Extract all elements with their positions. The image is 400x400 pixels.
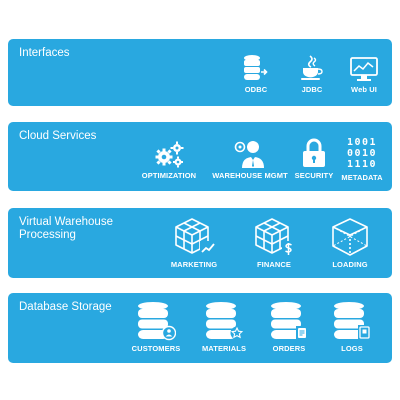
database-log-icon xyxy=(332,299,372,341)
java-cup-icon xyxy=(299,52,325,82)
storage-label: ORDERS xyxy=(272,344,306,353)
compute-label: MARKETING xyxy=(170,260,218,269)
interface-label: JDBC xyxy=(301,85,323,94)
interface-web-ui: Web UI xyxy=(342,52,386,94)
database-person-icon xyxy=(136,299,176,341)
storage-customers: CUSTOMERS xyxy=(127,299,185,353)
cloud-label: SECURITY xyxy=(294,171,334,180)
compute-label: LOADING xyxy=(332,260,368,269)
interface-label: Web UI xyxy=(351,85,377,94)
storage-label: LOGS xyxy=(341,344,363,353)
compute-marketing: MARKETING xyxy=(162,215,226,269)
binary-row: 1001 xyxy=(346,137,378,148)
layer-title: Cloud Services xyxy=(19,130,97,142)
compute-finance: FINANCE xyxy=(244,215,304,269)
virtual-warehouse-layer: Virtual Warehouse Processing MARKETING xyxy=(8,208,392,278)
cubes-trend-icon xyxy=(172,215,216,257)
database-star-icon xyxy=(204,299,244,341)
cloud-label: WAREHOUSE MGMT xyxy=(212,171,288,180)
gears-icon xyxy=(154,138,184,168)
chart-monitor-icon xyxy=(350,52,378,82)
storage-label: MATERIALS xyxy=(201,344,247,353)
interface-odbc: ODBC xyxy=(234,52,278,94)
binary-row: 1110 xyxy=(346,159,378,170)
wireframe-cube-icon xyxy=(329,215,371,257)
storage-label: CUSTOMERS xyxy=(131,344,181,353)
layer-title: Interfaces xyxy=(19,47,70,59)
cubes-dollar-icon xyxy=(252,215,296,257)
storage-logs: LOGS xyxy=(323,299,381,353)
cloud-metadata: 1001 0010 1110 METADATA xyxy=(338,136,386,182)
database-storage-layer: Database Storage CUSTOMERS xyxy=(8,293,392,363)
cloud-label: OPTIMIZATION xyxy=(141,171,197,180)
layer-title: Virtual Warehouse Processing xyxy=(19,216,113,241)
layer-title: Database Storage xyxy=(19,301,112,313)
storage-materials: MATERIALS xyxy=(195,299,253,353)
cloud-security: SECURITY xyxy=(289,138,339,180)
manager-person-icon xyxy=(233,138,267,168)
cloud-warehouse-mgmt: WAREHOUSE MGMT xyxy=(207,138,293,180)
interface-label: ODBC xyxy=(244,85,268,94)
interfaces-layer: Interfaces ODBC JDBC xyxy=(8,39,392,106)
cloud-services-layer: Cloud Services xyxy=(8,122,392,191)
cloud-optimization: OPTIMIZATION xyxy=(136,138,202,180)
database-document-icon xyxy=(269,299,309,341)
cloud-label: METADATA xyxy=(341,173,383,182)
binary-row: 0010 xyxy=(346,148,378,159)
database-arrow-icon xyxy=(243,52,269,82)
storage-orders: ORDERS xyxy=(260,299,318,353)
compute-loading: LOADING xyxy=(320,215,380,269)
compute-label: FINANCE xyxy=(256,260,292,269)
interface-jdbc: JDBC xyxy=(290,52,334,94)
padlock-icon xyxy=(301,138,327,168)
binary-icon: 1001 0010 1110 xyxy=(347,136,377,170)
